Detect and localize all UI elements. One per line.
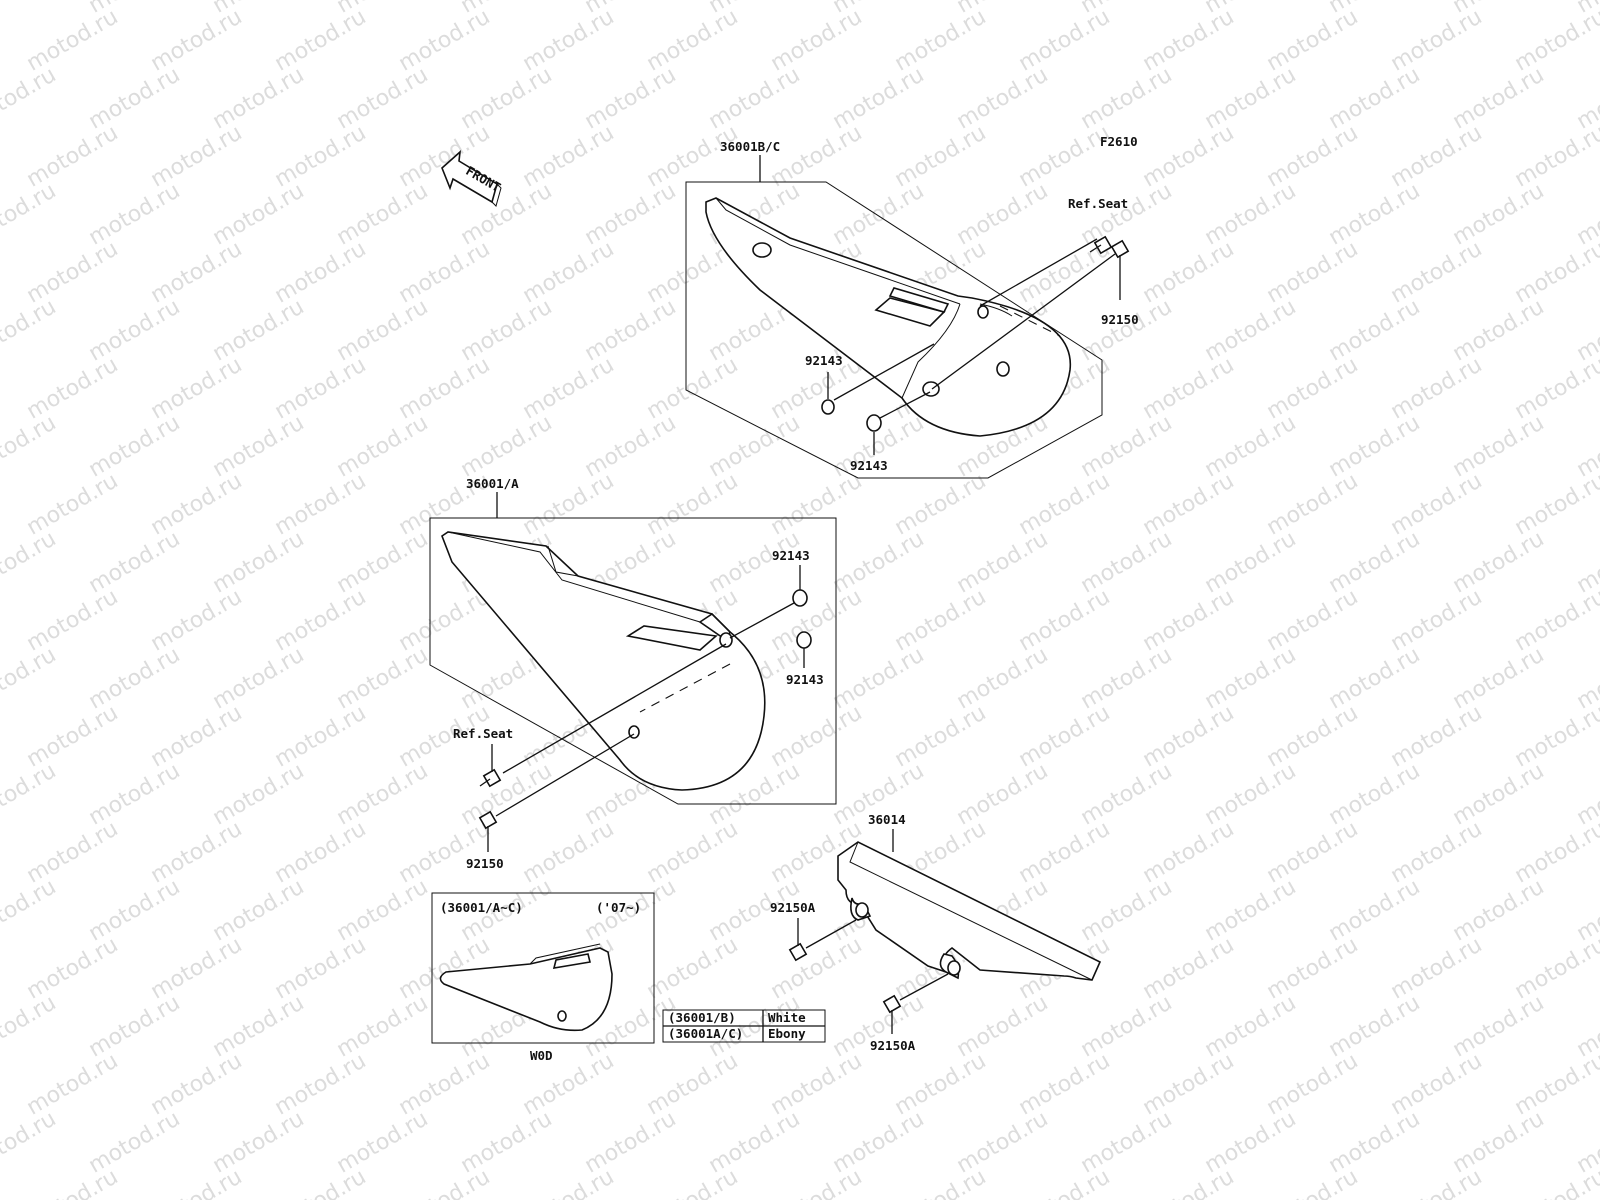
label-92143-mid-1: 92143 <box>772 548 810 563</box>
label-36014: 36014 <box>868 812 906 827</box>
label-92150-left: 92150 <box>466 856 504 871</box>
label-92150-top: 92150 <box>1101 312 1139 327</box>
washer-92143-top-1 <box>821 372 835 415</box>
color-table: (36001/B) White (36001A/C) Ebony <box>662 1009 826 1043</box>
washer-92143-top-2 <box>866 414 882 455</box>
bolt-ref-seat-left <box>479 768 502 788</box>
label-36001bc: 36001B/C <box>720 139 780 154</box>
color-table-part-0: (36001/B) <box>668 1010 736 1025</box>
group-frame-36001bc <box>685 181 1103 479</box>
color-table-color-0: White <box>768 1010 806 1025</box>
bolt-92150-top <box>1110 239 1130 300</box>
washer-92143-mid-1 <box>792 565 808 607</box>
chain-guard-36014 <box>837 841 1102 981</box>
inset-caption: W0D <box>530 1048 553 1063</box>
label-36001a: 36001/A <box>466 476 519 491</box>
side-cover-36001a <box>441 531 766 791</box>
washer-92143-mid-2 <box>796 631 812 668</box>
inset-parts-label: (36001/A~C) <box>440 900 523 915</box>
group-frame-36001a <box>429 517 837 805</box>
label-92143-top-1: 92143 <box>805 353 843 368</box>
inset-years-label: ('07~) <box>596 900 641 915</box>
bolt-ref-seat-top <box>1089 235 1113 255</box>
label-92150a-1: 92150A <box>770 900 816 915</box>
label-92143-top-2: 92143 <box>850 458 888 473</box>
color-table-color-1: Ebony <box>768 1026 806 1041</box>
diagram-code: F2610 <box>1100 134 1138 149</box>
bolt-92150-left <box>478 810 498 852</box>
color-table-part-1: (36001A/C) <box>668 1026 743 1041</box>
inset-side-cover <box>439 943 613 1032</box>
label-92143-mid-2: 92143 <box>786 672 824 687</box>
bolt-92150a-2 <box>882 994 902 1034</box>
front-arrow-icon: FRONT <box>441 150 503 207</box>
label-ref-seat-left: Ref.Seat <box>453 726 513 741</box>
label-92150a-2: 92150A <box>870 1038 916 1053</box>
bolt-92150a-1 <box>788 918 808 962</box>
label-ref-seat-top: Ref.Seat <box>1068 196 1128 211</box>
side-cover-36001bc <box>705 197 1072 437</box>
inset-box <box>431 892 655 1044</box>
